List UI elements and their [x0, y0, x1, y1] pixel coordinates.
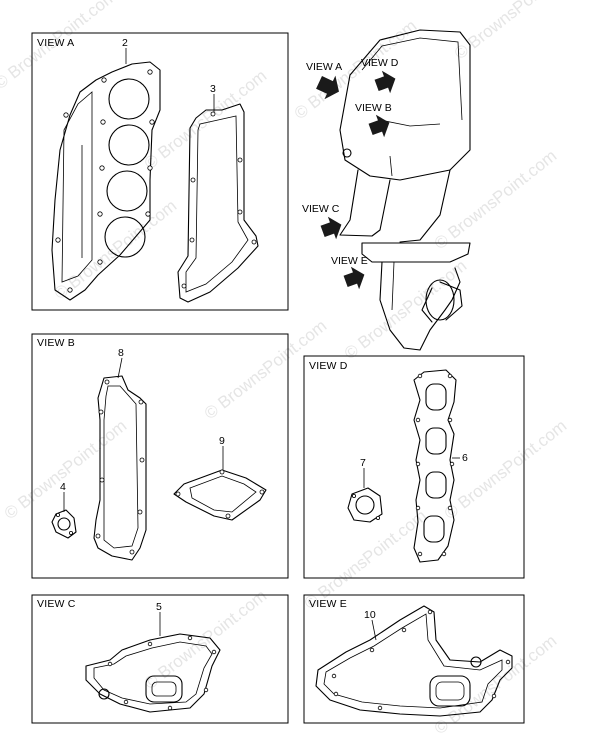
callout-9: 9	[219, 435, 225, 447]
callout-6: 6	[462, 452, 468, 464]
view-c-arrow: VIEW C	[302, 203, 342, 240]
view-e-arrow: VIEW E	[331, 255, 368, 290]
watermark: © BrownsPoint.com	[1, 416, 131, 523]
engine-label-view-b: VIEW B	[355, 102, 392, 114]
callout-3: 3	[210, 83, 216, 95]
watermark: © BrownsPoint.com	[441, 416, 571, 523]
small-flange-gasket	[51, 509, 77, 539]
panel-view-a: VIEW A 2	[31, 32, 289, 311]
callout-10: 10	[364, 609, 376, 621]
panel-frame	[31, 333, 289, 579]
panel-label: VIEW B	[37, 337, 75, 349]
panel-view-e: VIEW E 10	[303, 594, 525, 724]
panel-view-b: VIEW B 8 4	[31, 333, 289, 579]
panel-frame	[303, 355, 525, 579]
panel-view-d: VIEW D 6 7	[303, 355, 525, 579]
cylinder-head-gasket	[51, 61, 161, 301]
panel-frame	[31, 32, 289, 311]
panel-label: VIEW D	[309, 360, 348, 372]
panel-frame	[31, 594, 289, 724]
panel-label: VIEW E	[309, 598, 347, 610]
watermark: © BrownsPoint.com	[51, 196, 181, 303]
oil-pan-gasket-c	[85, 633, 221, 713]
panel-label: VIEW C	[37, 598, 76, 610]
engine-label-view-a: VIEW A	[306, 61, 342, 73]
view-a-arrow: VIEW A	[306, 61, 342, 100]
panel-view-c: VIEW C 5	[31, 594, 289, 724]
thermostat-cover-gasket	[173, 469, 267, 521]
callout-4: 4	[60, 481, 66, 493]
engine-label-view-e: VIEW E	[331, 255, 368, 267]
panel-label: VIEW A	[37, 37, 74, 49]
watermark: © BrownsPoint.com	[431, 146, 561, 253]
exhaust-cover-gasket	[93, 375, 147, 561]
callout-2: 2	[122, 37, 128, 49]
watermark-layer: © BrownsPoint.com © BrownsPoint.com © Br…	[0, 0, 580, 738]
engine-label-view-c: VIEW C	[302, 203, 340, 215]
lower-case-gasket-e	[315, 605, 513, 717]
watermark: © BrownsPoint.com	[431, 631, 561, 738]
view-d-arrow: VIEW D	[361, 57, 399, 94]
callout-5: 5	[156, 601, 162, 613]
panel-frame	[303, 594, 525, 724]
outboard-engine-illustration: VIEW A VIEW D VIEW B VIEW C VIEW E	[302, 29, 471, 351]
intake-manifold-gasket	[413, 369, 457, 563]
callout-8: 8	[118, 347, 124, 359]
throttle-body-gasket	[347, 487, 383, 523]
view-b-arrow: VIEW B	[355, 102, 392, 138]
engine-label-view-d: VIEW D	[361, 57, 399, 69]
callout-7: 7	[360, 457, 366, 469]
cam-cover-gasket	[177, 103, 259, 303]
